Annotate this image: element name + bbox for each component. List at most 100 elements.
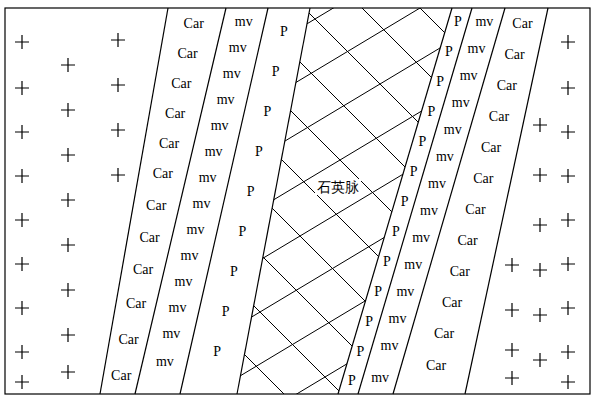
zone-label: P [419, 135, 427, 149]
zone-label: Car [505, 48, 525, 62]
zone-label: Car [450, 265, 470, 279]
hatch-line [0, 100, 595, 396]
hatch-line [238, 0, 595, 396]
hatch-line [470, 0, 595, 396]
zone-label: mv [420, 204, 438, 218]
zone-label: P [238, 225, 246, 239]
zone-label: Car [119, 333, 139, 347]
zone-label: P [356, 345, 364, 359]
granite-symbol [61, 365, 75, 379]
zone-label: mv [371, 371, 389, 385]
zone-label: Car [481, 141, 501, 155]
zone-label: P [365, 315, 373, 329]
granite-symbol [561, 125, 575, 139]
hatch-line [0, 0, 595, 260]
zone-label: mv [389, 312, 407, 326]
hatch-line [0, 0, 232, 396]
zone-label: P [255, 145, 263, 159]
granite-symbol [505, 343, 519, 357]
granite-symbol [561, 169, 575, 183]
zone-label: P [383, 255, 391, 269]
zone-boundary [180, 8, 268, 394]
hatch-line [0, 0, 290, 396]
zone-label: P [392, 225, 400, 239]
zone-label: Car [184, 17, 204, 31]
hatch-line [0, 0, 595, 104]
zone-label: mv [444, 123, 462, 137]
granite-symbol [15, 169, 29, 183]
hatch-line [0, 48, 595, 396]
zone-label: Car [497, 79, 517, 93]
zone-label: Car [159, 137, 179, 151]
zone-label: P [263, 105, 271, 119]
zone-label: mv [381, 339, 399, 353]
zone-label: Car [126, 297, 146, 311]
zone-boundary [237, 8, 310, 394]
hatch-line [0, 0, 58, 396]
granite-symbol [561, 81, 575, 95]
zone-label: P [348, 374, 356, 388]
granite-symbol [15, 301, 29, 315]
granite-symbol [111, 33, 125, 47]
granite-symbol [533, 263, 547, 277]
hatch-line [6, 0, 406, 396]
zone-boundary [100, 8, 168, 394]
zone-label: mv [168, 301, 186, 315]
zone-label: mv [162, 327, 180, 341]
granite-symbol [61, 58, 75, 72]
hatch-line [0, 0, 348, 396]
zone-label: Car [426, 359, 446, 373]
zone-label: mv [205, 145, 223, 159]
zone-boundary [465, 8, 548, 394]
granite-symbol [533, 353, 547, 367]
granite-symbol [533, 168, 547, 182]
zone-label: Car [153, 167, 173, 181]
zone-label: Car [133, 263, 153, 277]
granite-symbol [561, 301, 575, 315]
zone-label: mv [217, 93, 235, 107]
granite-symbol [61, 283, 75, 297]
zone-label: Car [489, 110, 509, 124]
zone-label: P [427, 105, 435, 119]
hatch-line [0, 0, 116, 396]
zone-label: mv [181, 249, 199, 263]
zone-label: Car [465, 203, 485, 217]
zone-label: Car [512, 17, 532, 31]
zone-label: mv [460, 69, 478, 83]
zone-label: mv [396, 285, 414, 299]
zone-label: P [410, 165, 418, 179]
granite-symbol [561, 213, 575, 227]
granite-symbol [15, 35, 29, 49]
zone-label: Car [111, 369, 131, 383]
zone-label: Car [442, 296, 462, 310]
hatch-line [0, 256, 595, 396]
granite-symbol [15, 257, 29, 271]
hatch-line [0, 360, 595, 396]
zone-label: Car [177, 47, 197, 61]
hatch-line [0, 0, 174, 396]
hatch-line [0, 0, 595, 364]
granite-symbol [61, 193, 75, 207]
zone-label: P [247, 185, 255, 199]
granite-symbol [15, 345, 29, 359]
hatch-line [0, 308, 595, 396]
zone-label: mv [193, 197, 211, 211]
granite-symbol [15, 213, 29, 227]
granite-symbol [505, 258, 519, 272]
zone-label: P [222, 305, 230, 319]
granite-symbol [15, 375, 29, 389]
hatch-line [354, 0, 595, 396]
zone-label: mv [211, 119, 229, 133]
zone-label: P [374, 285, 382, 299]
zone-label: Car [146, 199, 166, 213]
granite-symbol [111, 78, 125, 92]
zone-label: mv [452, 96, 470, 110]
granite-symbol [533, 118, 547, 132]
hatch-line [0, 0, 595, 312]
granite-symbol [111, 168, 125, 182]
zone-label: P [436, 75, 444, 89]
vein-label: 石英脉 [315, 179, 361, 195]
zone-label: P [401, 195, 409, 209]
hatch-line [296, 0, 595, 396]
